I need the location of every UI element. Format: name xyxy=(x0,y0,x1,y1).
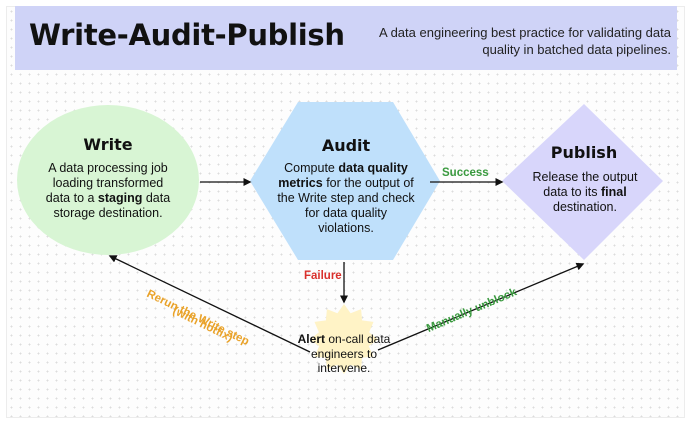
write-node-title: Write xyxy=(83,135,133,154)
page-subtitle: A data engineering best practice for val… xyxy=(379,25,671,57)
edge-label-success: Success xyxy=(442,167,489,179)
audit-node-title: Audit xyxy=(321,136,371,155)
edge-label-failure: Failure xyxy=(304,270,342,282)
header-banner xyxy=(15,6,677,70)
alert-node xyxy=(310,304,378,374)
publish-node xyxy=(502,104,663,260)
write-node-description: A data processing job loading transforme… xyxy=(45,161,171,220)
audit-node-description: Compute data quality metrics for the out… xyxy=(277,161,415,235)
publish-node-title: Publish xyxy=(550,143,618,162)
arrow-alert-to-write xyxy=(108,255,311,353)
audit-node xyxy=(250,102,440,260)
publish-node-description: Release the output data to its final des… xyxy=(532,170,638,214)
alert-node-description: Alert on-call data engineers to interven… xyxy=(297,332,391,375)
page-title: Write-Audit-Publish xyxy=(29,18,345,52)
write-node xyxy=(17,105,199,255)
arrow-alert-to-publish xyxy=(377,262,585,351)
